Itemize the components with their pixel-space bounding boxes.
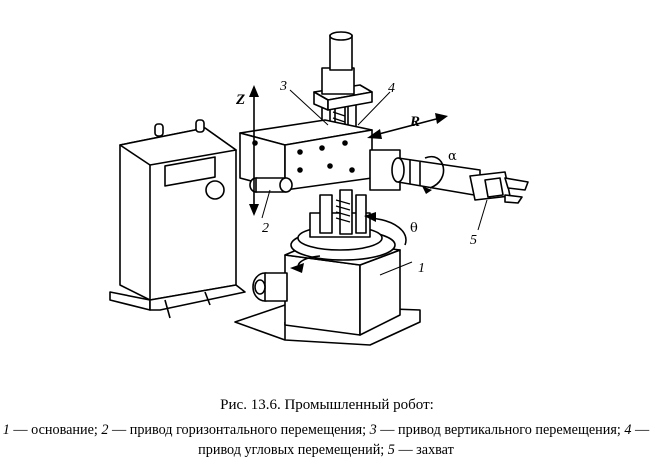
label-part-3: 3: [279, 79, 287, 94]
vertical-column: [309, 31, 373, 238]
axis-r-label: R: [409, 114, 420, 130]
legend-item-2: 2 — привод горизонтального перемещения;: [101, 422, 370, 438]
control-cabinet: [109, 119, 246, 319]
axis-z-label: Z: [235, 92, 245, 108]
gripper: [469, 171, 529, 204]
robot-illustration: 1 2 3 4 5 Z R α θ: [109, 31, 529, 346]
legend-item-4: 4 — привод угловых перемещений;: [198, 422, 650, 458]
robot-base: [234, 225, 421, 346]
legend-item-5: 5 — захват: [387, 442, 454, 458]
legend-item-1: 1 — основание;: [2, 422, 102, 438]
angle-theta-label: θ: [410, 221, 418, 236]
horizontal-carriage: [239, 119, 373, 193]
figure-caption-legend: 1 — основание; 2 — привод горизонтальног…: [2, 420, 650, 460]
figure-caption-title: Рис. 13.6. Промышленный робот:: [220, 397, 434, 413]
legend-item-3: 3 — привод вертикального перемещения;: [369, 422, 625, 438]
label-part-2: 2: [262, 221, 269, 236]
label-part-5: 5: [470, 233, 477, 248]
angle-alpha-label: α: [448, 149, 457, 164]
label-part-1: 1: [418, 261, 425, 276]
label-part-4: 4: [388, 81, 395, 96]
